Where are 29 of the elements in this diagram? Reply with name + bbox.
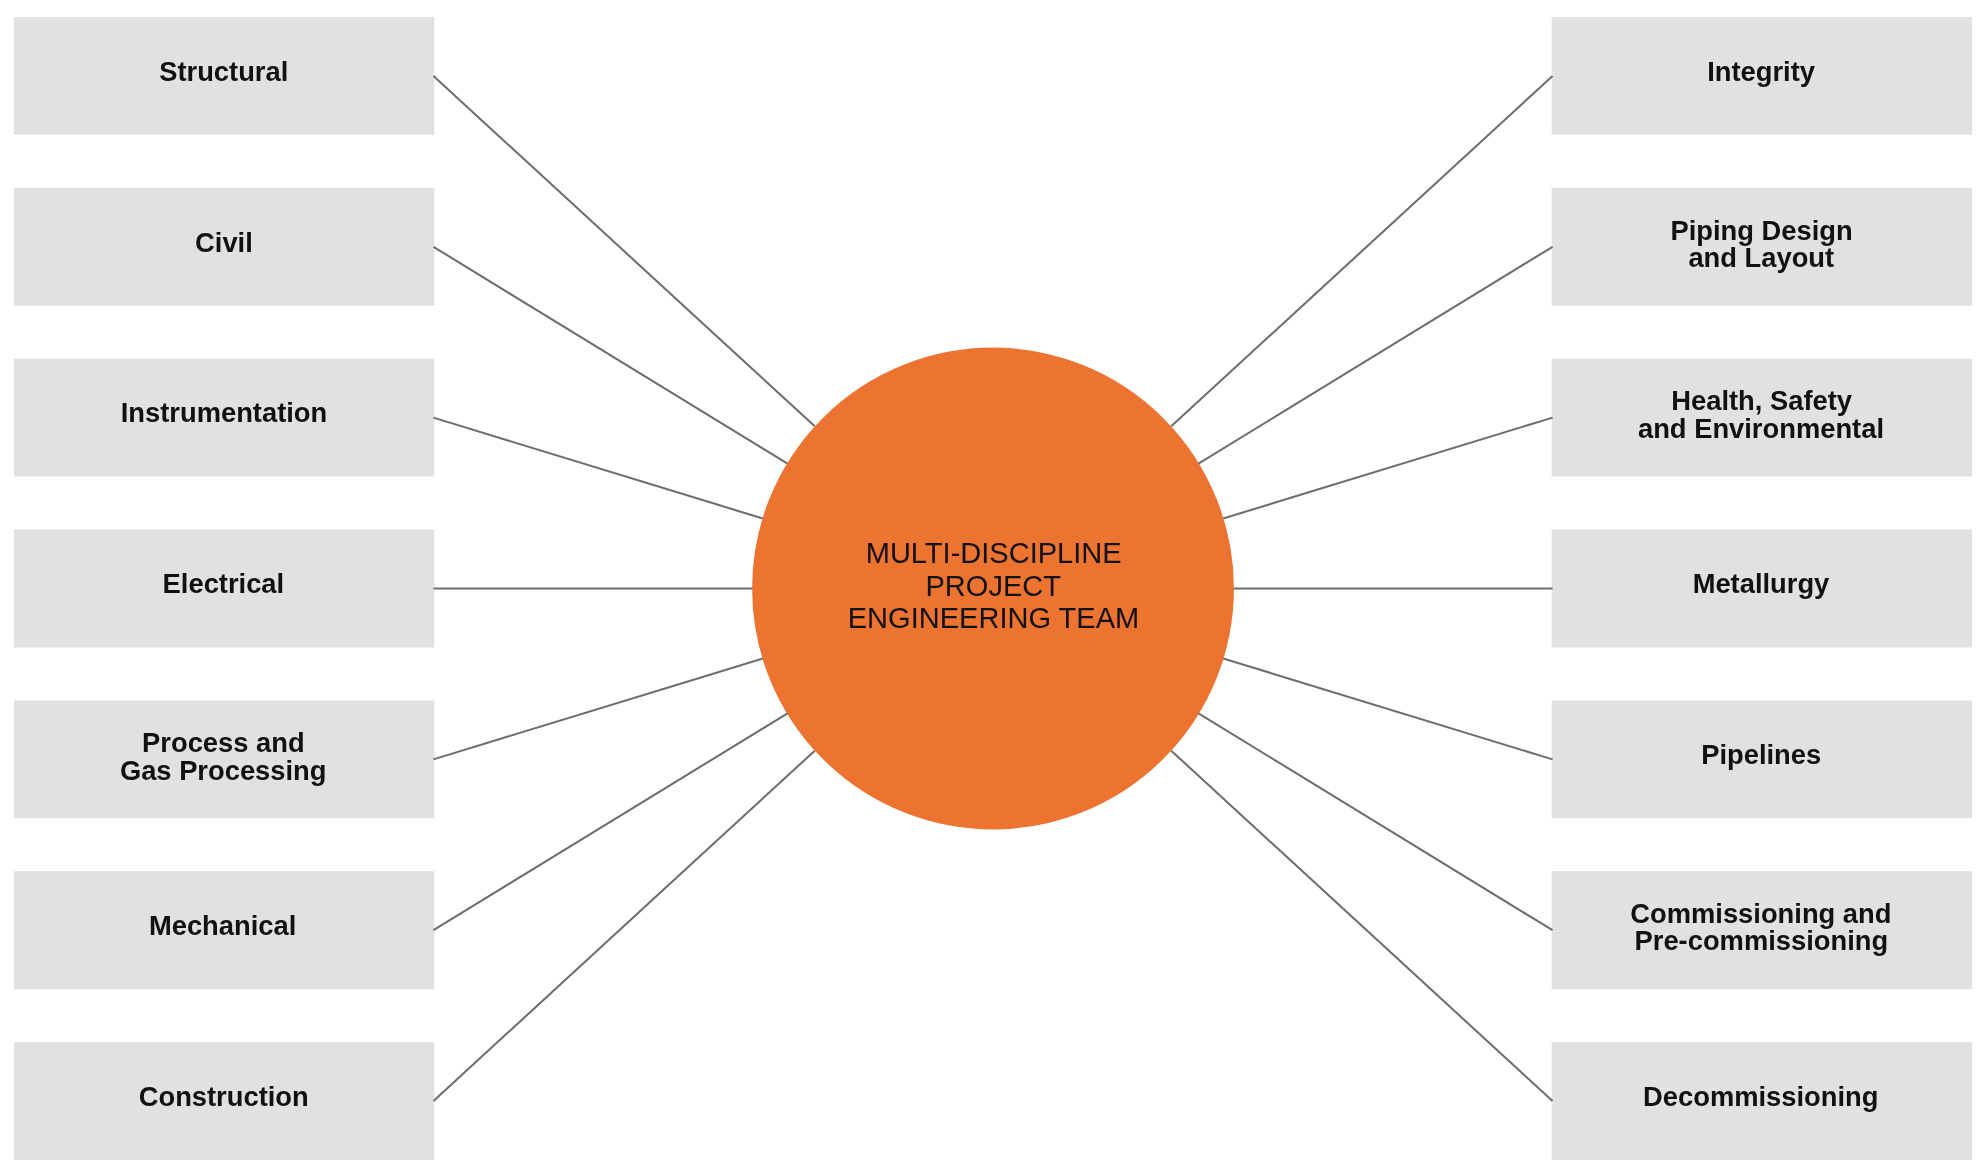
node-box: Civil [14, 187, 435, 306]
node-box: Commissioning and Pre-commissioning [1551, 870, 1972, 989]
connector [1222, 416, 1553, 519]
connector [432, 711, 789, 931]
connector [433, 416, 764, 519]
node-box: Construction [14, 1041, 435, 1160]
connector [432, 245, 789, 465]
connector [1197, 711, 1554, 931]
connector [1233, 586, 1553, 590]
node-box: Electrical [14, 529, 435, 647]
connector [1170, 749, 1554, 1102]
node-box: Metallurgy [1551, 529, 1972, 647]
node-box: Decommissioning [1551, 1041, 1972, 1160]
node-box: Piping Design and Layout [1551, 187, 1972, 306]
connector [432, 749, 816, 1102]
node-box: Structural [14, 16, 435, 135]
node-box: Health, Safety and Environmental [1551, 358, 1972, 477]
node-box: Pipelines [1551, 699, 1972, 818]
connector [1222, 657, 1553, 760]
node-box: Process and Gas Processing [14, 699, 435, 818]
node-circle: MULTI-DISCIPLINE PROJECT ENGINEERING TEAM [752, 347, 1234, 829]
connector [1170, 74, 1554, 427]
connector [1197, 245, 1554, 465]
node-box: Mechanical [14, 870, 435, 989]
connector [432, 74, 816, 427]
connector [433, 657, 764, 760]
node-box: Integrity [1551, 16, 1972, 135]
node-box: Instrumentation [14, 358, 435, 477]
connector [433, 586, 753, 590]
